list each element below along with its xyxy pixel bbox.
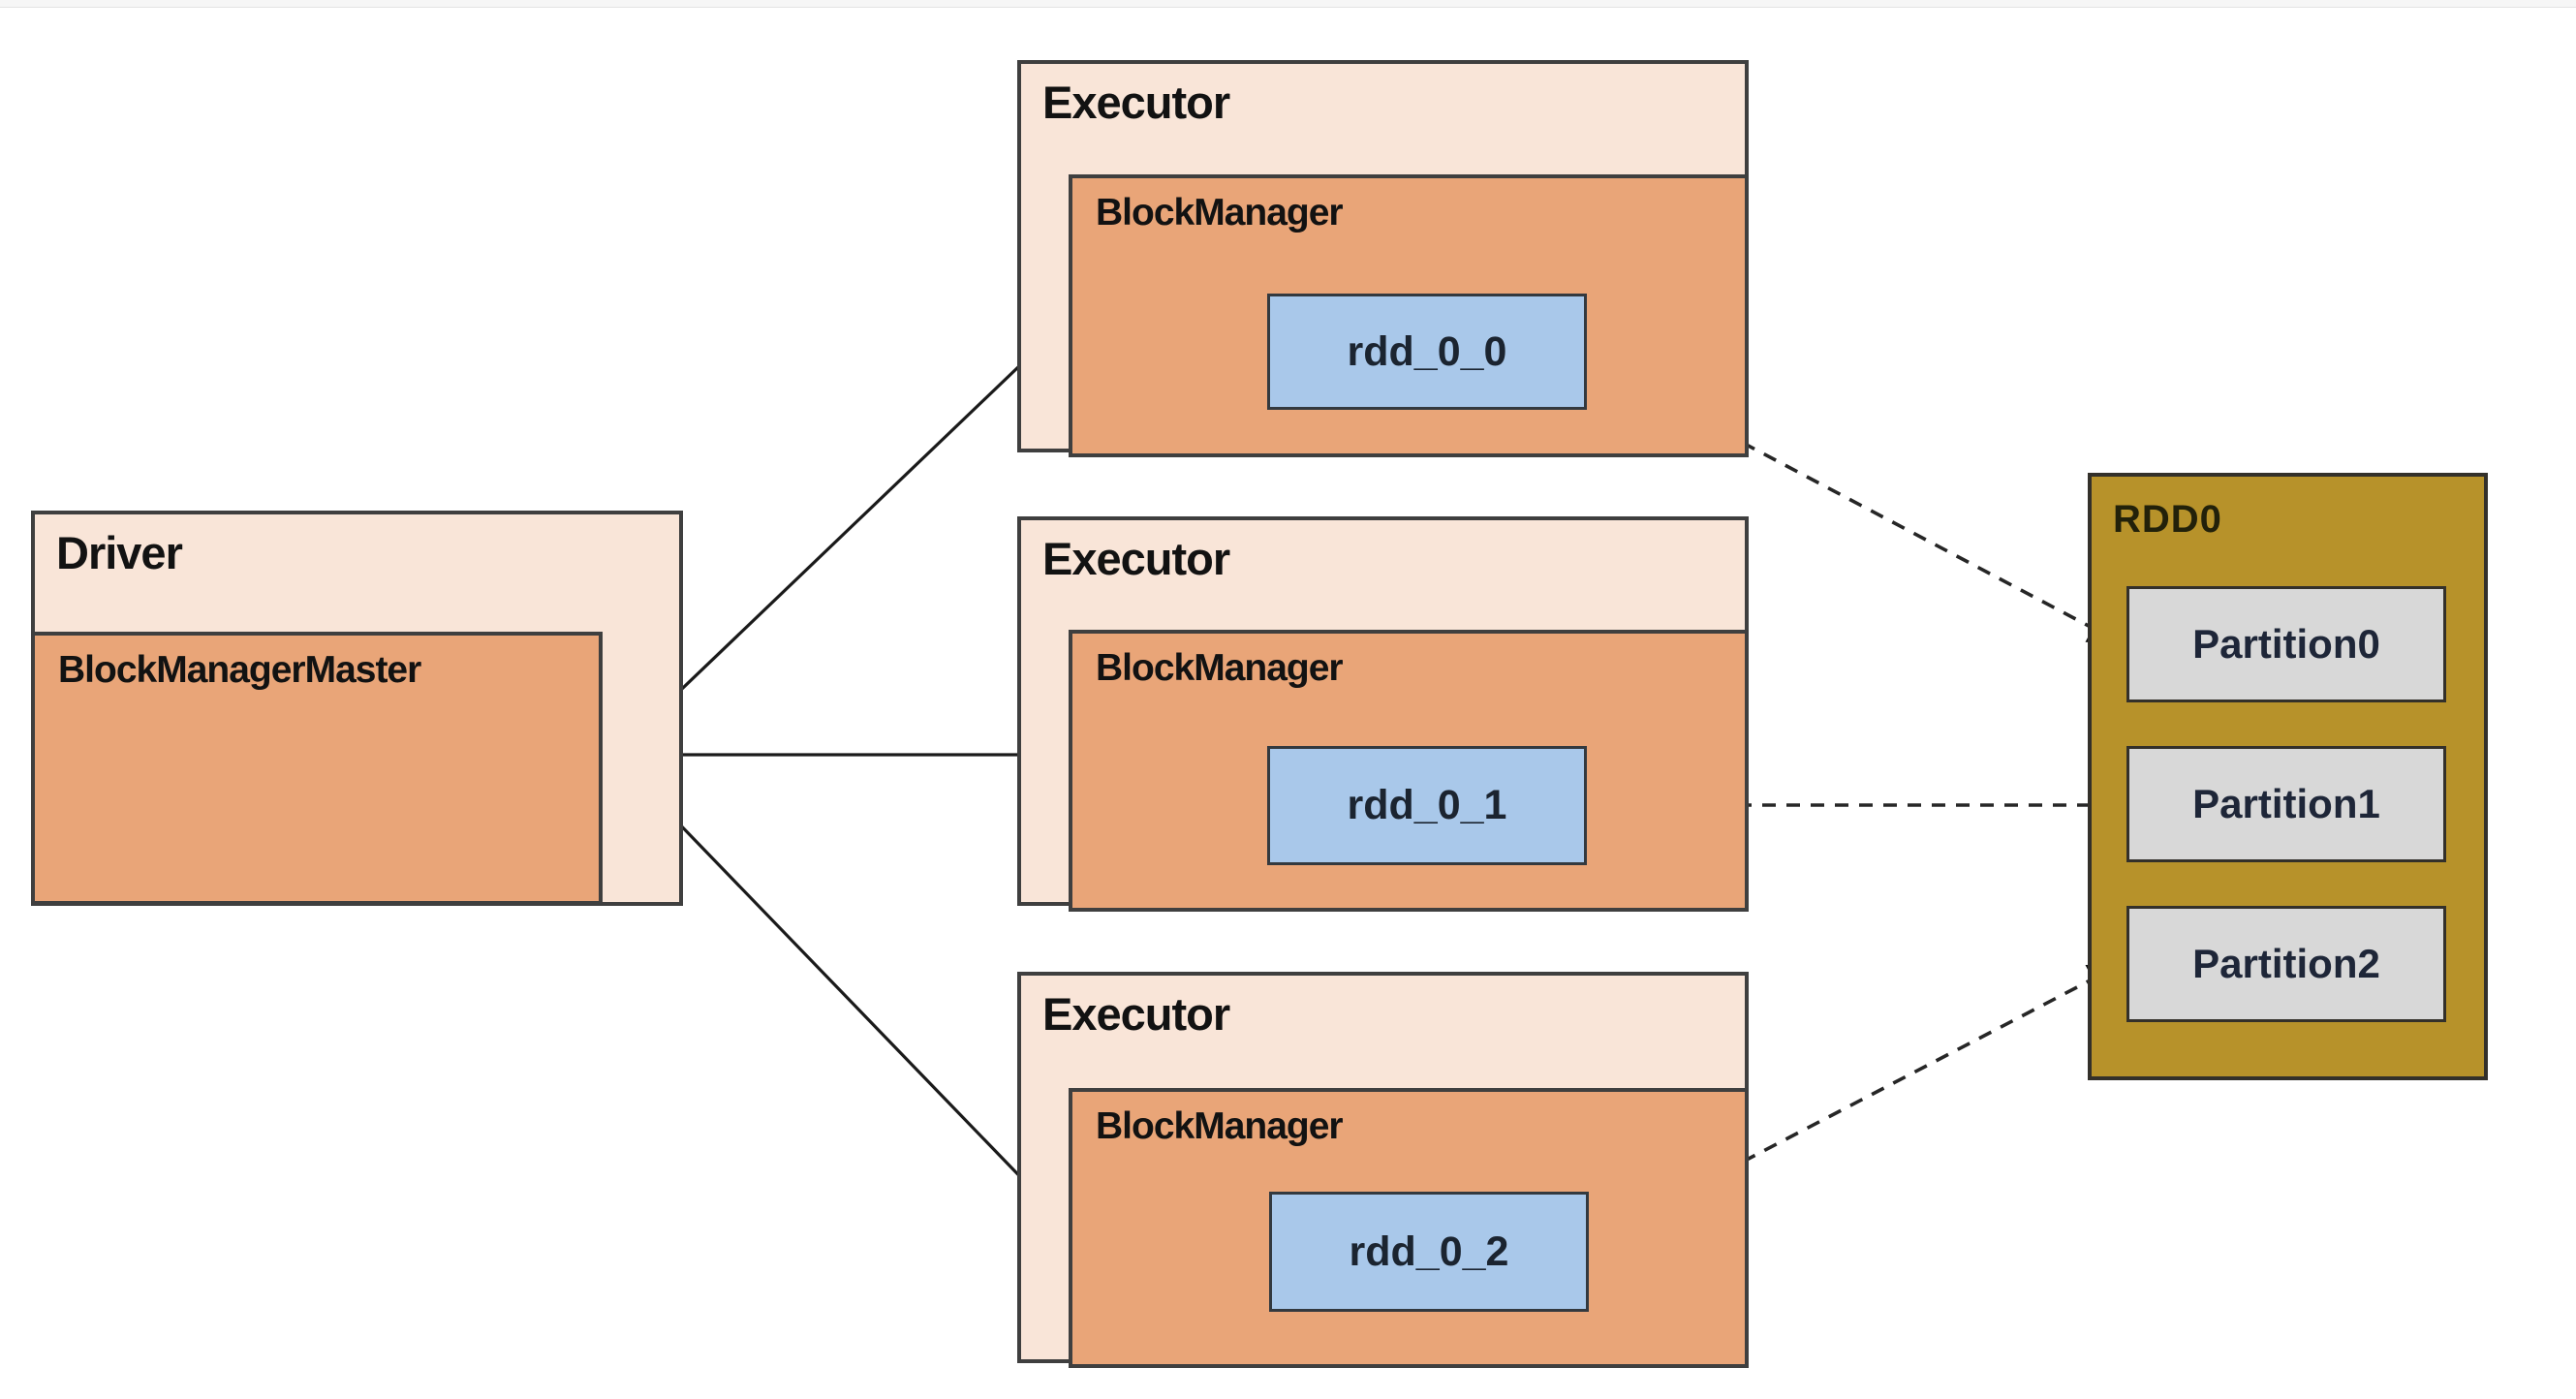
rdd0-title: RDD0 — [2113, 498, 2222, 541]
partition0-box: Partition0 — [2126, 586, 2446, 702]
executor1-block-manager-label: BlockManager — [1096, 192, 1344, 233]
rdd-0-1-block: rdd_0_1 — [1267, 746, 1587, 865]
executor1-block-manager-box: BlockManager rdd_0_0 — [1069, 174, 1749, 457]
executor2-block-manager-label: BlockManager — [1096, 647, 1344, 689]
block-manager-master-label: BlockManagerMaster — [58, 649, 421, 691]
driver-title: Driver — [56, 527, 183, 578]
link-driver-executor1 — [613, 321, 1068, 754]
partition2-box: Partition2 — [2126, 906, 2446, 1022]
executor3-title: Executor — [1042, 988, 1230, 1040]
rdd-0-0-block: rdd_0_0 — [1267, 294, 1587, 410]
top-edge-strip — [0, 0, 2576, 8]
link-driver-executor3 — [614, 756, 1064, 1223]
block-manager-master-box: BlockManagerMaster — [31, 632, 603, 905]
executor2-block-manager-box: BlockManager rdd_0_1 — [1069, 630, 1749, 912]
executor1-title: Executor — [1042, 77, 1230, 128]
executor2-title: Executor — [1042, 533, 1230, 584]
partition1-box: Partition1 — [2126, 746, 2446, 862]
rdd-0-2-block: rdd_0_2 — [1269, 1192, 1589, 1312]
rdd0-box: RDD0 Partition0 Partition1 Partition2 — [2088, 473, 2488, 1080]
executor3-block-manager-box: BlockManager rdd_0_2 — [1069, 1088, 1749, 1368]
executor3-block-manager-label: BlockManager — [1096, 1105, 1344, 1147]
